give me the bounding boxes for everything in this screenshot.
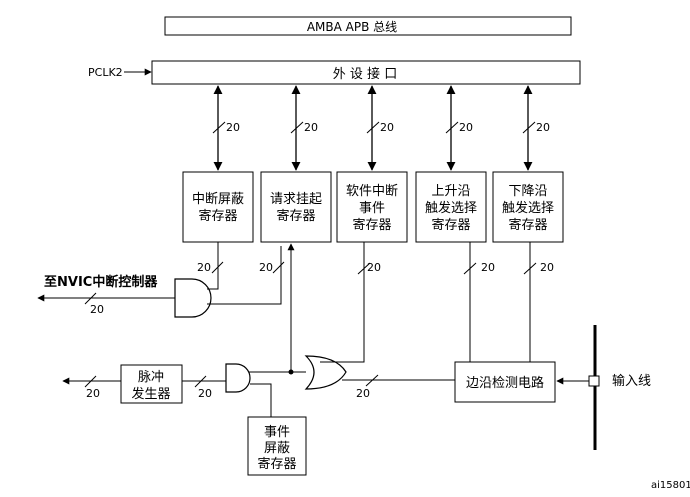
to-nvic-label: 至NVIC中断控制器	[44, 274, 158, 290]
figure-id: ai15801	[651, 480, 690, 491]
interrupt-mask-register-box	[182, 171, 254, 243]
amba-apb-bus-label: AMBA APB 总线	[307, 20, 397, 34]
bus-width-label-imr: 20	[226, 121, 240, 134]
software-interrupt-event-register-line3: 寄存器	[352, 217, 391, 233]
pending-register-line2: 寄存器	[276, 208, 315, 224]
pending-register-line1: 请求挂起	[270, 192, 322, 207]
amba-apb-bus-box	[164, 16, 572, 36]
junction-dot	[288, 369, 294, 375]
or-gate	[304, 355, 347, 390]
interrupt-mask-register-line2: 寄存器	[198, 208, 237, 224]
input-line-terminal	[588, 375, 600, 387]
pending-register-box	[260, 171, 332, 243]
trigger-path-wires	[244, 242, 537, 387]
rising-trigger-register-box	[415, 171, 487, 243]
rising-trigger-register-line3: 寄存器	[431, 217, 470, 233]
falling-trigger-register-box	[492, 171, 564, 243]
width-label-imr-out: 20	[197, 261, 211, 274]
interrupt-path-wires	[37, 242, 285, 305]
bus-width-label-ftsr: 20	[536, 121, 550, 134]
edge-detection-circuit-box	[454, 361, 556, 403]
width-label-ftsr-out: 20	[540, 261, 554, 274]
rising-trigger-register-line2: 触发选择	[425, 200, 477, 216]
pclk2-label: PCLK2	[88, 66, 123, 79]
peripheral-interface-box	[151, 60, 581, 85]
software-interrupt-event-register-box	[336, 171, 408, 243]
interrupt-mask-register-line1: 中断屏蔽	[192, 192, 244, 207]
bus-width-label-rtsr: 20	[459, 121, 473, 134]
edge-detection-circuit-label: 边沿检测电路	[466, 375, 544, 391]
pulse-generator-line1: 脉冲	[138, 370, 164, 385]
pulse-generator-line2: 发生器	[131, 386, 170, 402]
width-label-pr-in: 20	[259, 261, 273, 274]
width-label-nvic-out: 20	[90, 303, 104, 316]
interrupt-and-gate	[174, 278, 212, 318]
event-and-gate	[225, 363, 251, 393]
peripheral-interface-label: 外 设 接 口	[333, 66, 397, 82]
bus-width-slashes	[212, 121, 536, 134]
width-label-event-gate-out: 20	[198, 387, 212, 400]
width-label-swier-out: 20	[367, 261, 381, 274]
width-label-pulse-out: 20	[86, 387, 100, 400]
software-interrupt-event-register-line2: 事件	[359, 201, 385, 216]
width-label-rtsr-out: 20	[481, 261, 495, 274]
bus-width-label-swier: 20	[380, 121, 394, 134]
pulse-generator-box	[120, 364, 183, 404]
bus-width-label-pr: 20	[304, 121, 318, 134]
falling-trigger-register-line2: 触发选择	[502, 200, 554, 216]
event-mask-register-box	[247, 416, 307, 476]
event-mask-register-line1: 事件	[264, 425, 290, 440]
event-mask-register-line3: 寄存器	[257, 456, 296, 472]
event-mask-register-line2: 屏蔽	[264, 441, 290, 456]
event-path-wires	[62, 375, 272, 417]
width-label-edge-out: 20	[356, 387, 370, 400]
input-line-label: 输入线	[612, 373, 651, 389]
rising-trigger-register-line1: 上升沿	[431, 184, 470, 199]
falling-trigger-register-line3: 寄存器	[508, 217, 547, 233]
software-interrupt-event-register-line1: 软件中断	[346, 184, 398, 199]
falling-trigger-register-line1: 下降沿	[508, 184, 547, 199]
